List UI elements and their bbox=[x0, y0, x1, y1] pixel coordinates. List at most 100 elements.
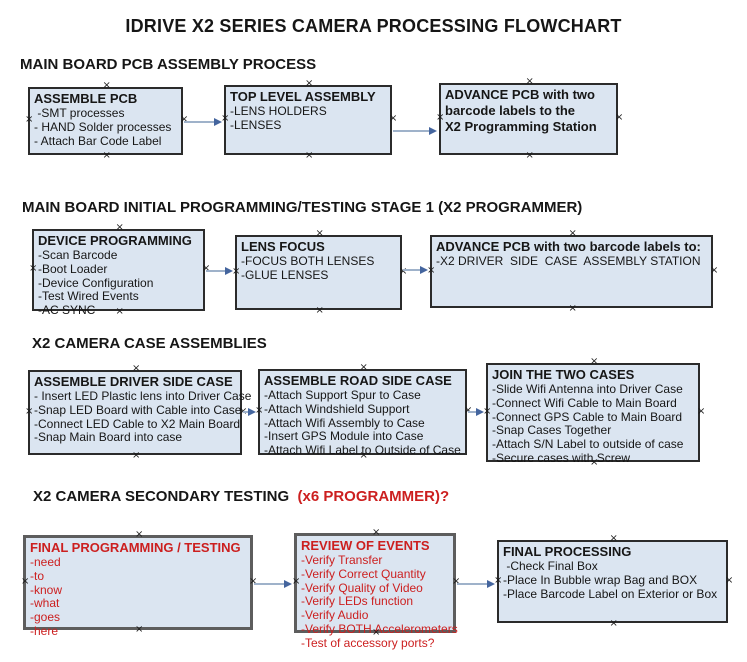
list-item: -Verify Correct Quantity bbox=[301, 566, 426, 581]
list-item: -here bbox=[30, 623, 59, 638]
arrow-head-icon bbox=[420, 265, 428, 274]
flow-arrow-icon[interactable] bbox=[403, 264, 428, 275]
flow-box-advance-pcb-driver-side-station[interactable]: ADVANCE PCB with two barcode labels to: … bbox=[430, 235, 713, 308]
list-item: -know bbox=[30, 582, 63, 597]
connection-handle-icon bbox=[590, 357, 596, 367]
flow-arrow-icon[interactable] bbox=[468, 406, 484, 417]
list-item: -Snap LED Board with Cable into Case bbox=[34, 402, 242, 417]
section-heading-initial-programming: MAIN BOARD INITIAL PROGRAMMING/TESTING S… bbox=[22, 199, 583, 216]
connection-handle-icon bbox=[360, 363, 366, 373]
box-items: - Insert LED Plastic lens into Driver Ca… bbox=[34, 389, 252, 445]
connection-handle-icon bbox=[526, 77, 532, 87]
flow-box-assemble-pcb[interactable]: ASSEMBLE PCB -SMT processes- HAND Solder… bbox=[28, 87, 183, 155]
list-item: -Verify BOTH Accelerometers bbox=[301, 621, 458, 636]
connection-handle-icon bbox=[132, 451, 138, 461]
box-title: ASSEMBLE PCB bbox=[34, 91, 138, 106]
flow-arrow-icon[interactable] bbox=[184, 116, 222, 127]
connection-handle-icon bbox=[697, 407, 703, 417]
list-item: - Insert LED Plastic lens into Driver Ca… bbox=[34, 389, 252, 403]
flow-arrow-icon[interactable] bbox=[457, 578, 495, 589]
list-item: -goes bbox=[30, 610, 61, 625]
flow-arrow-icon[interactable] bbox=[393, 125, 437, 136]
section-heading-case-assemblies: X2 CAMERA CASE ASSEMBLIES bbox=[32, 335, 267, 352]
arrow-head-icon bbox=[429, 126, 437, 135]
connection-handle-icon bbox=[103, 81, 109, 91]
flow-box-lens-focus[interactable]: LENS FOCUS -FOCUS BOTH LENSES-GLUE LENSE… bbox=[235, 235, 402, 310]
arrow-head-icon bbox=[214, 117, 222, 126]
list-item: - HAND Solder processes bbox=[34, 119, 172, 134]
connection-handle-icon bbox=[316, 229, 322, 239]
connection-handle-icon bbox=[436, 113, 442, 123]
connection-handle-icon bbox=[21, 577, 27, 587]
arrow-head-icon bbox=[487, 579, 495, 588]
flow-arrow-icon[interactable] bbox=[254, 578, 292, 589]
flow-box-review-of-events[interactable]: REVIEW OF EVENTS -Verify Transfer-Verify… bbox=[292, 533, 458, 650]
box-title: REVIEW OF EVENTS bbox=[301, 538, 430, 553]
box-items: -Slide Wifi Antenna into Driver Case-Con… bbox=[492, 382, 694, 466]
flow-box-join-the-two-cases[interactable]: JOIN THE TWO CASES -Slide Wifi Antenna i… bbox=[486, 363, 703, 465]
flow-arrow-icon[interactable] bbox=[206, 265, 233, 276]
connection-handle-icon bbox=[292, 577, 298, 587]
box-title: ASSEMBLE ROAD SIDE CASE bbox=[264, 373, 452, 388]
connection-handle-icon bbox=[389, 114, 395, 124]
arrow-line bbox=[457, 582, 489, 585]
list-item: -Attach Wifi Label to Outside of Case bbox=[264, 443, 461, 458]
list-item: -Secure cases with Screw bbox=[492, 450, 631, 465]
connection-handle-icon bbox=[360, 451, 366, 461]
connection-handle-icon bbox=[135, 625, 141, 635]
list-item: -Insert GPS Module into Case bbox=[264, 429, 424, 444]
box-items: -Attach Support Spur to Case-Attach Wind… bbox=[264, 388, 461, 458]
list-item: -to bbox=[30, 568, 45, 583]
box-items: -Scan Barcode-Boot Loader-Device Configu… bbox=[38, 248, 199, 318]
flow-box-assemble-driver-side-case[interactable]: ASSEMBLE DRIVER SIDE CASE - Insert LED P… bbox=[28, 370, 252, 455]
list-item: -AC SYNC bbox=[38, 303, 96, 318]
list-item: -Attach S/N Label to outside of case bbox=[492, 437, 684, 452]
box-items: -LENS HOLDERS-LENSES bbox=[230, 104, 386, 133]
flow-box-top-level-assembly[interactable]: TOP LEVEL ASSEMBLY -LENS HOLDERS-LENSES bbox=[224, 85, 392, 155]
list-item: - Attach Bar Code Label bbox=[34, 133, 162, 148]
flow-box-assemble-road-side-case[interactable]: ASSEMBLE ROAD SIDE CASE -Attach Support … bbox=[258, 369, 467, 458]
box-title: JOIN THE TWO CASES bbox=[492, 367, 635, 382]
box-items: -Check Final Box-Place In Bubble wrap Ba… bbox=[503, 559, 722, 601]
connection-handle-icon bbox=[116, 223, 122, 233]
list-item: -what bbox=[30, 596, 60, 611]
list-item: -Connect Wifi Cable to Main Board bbox=[492, 395, 677, 410]
box-title: TOP LEVEL ASSEMBLY bbox=[230, 89, 376, 104]
heading-red-part: (x6 PROGRAMMER)? bbox=[293, 488, 450, 505]
flow-box-final-programming-testing[interactable]: FINAL PROGRAMMING / TESTING -need-to-kno… bbox=[21, 535, 253, 638]
flow-box-advance-pcb-programming-station[interactable]: ADVANCE PCB with two barcode labels to t… bbox=[439, 83, 618, 155]
connection-handle-icon bbox=[116, 307, 122, 317]
arrow-head-icon bbox=[225, 266, 233, 275]
box-items: -FOCUS BOTH LENSES-GLUE LENSES bbox=[241, 254, 396, 283]
flow-arrow-icon[interactable] bbox=[243, 406, 256, 417]
chart-title: IDRIVE X2 SERIES CAMERA PROCESSING FLOWC… bbox=[125, 16, 622, 36]
box-title: DEVICE PROGRAMMING bbox=[38, 233, 192, 248]
list-item: -GLUE LENSES bbox=[241, 267, 329, 282]
box-title: ADVANCE PCB with two barcode labels to t… bbox=[445, 87, 597, 134]
connection-handle-icon bbox=[372, 628, 378, 638]
list-item: -SMT processes bbox=[34, 106, 125, 120]
arrow-line bbox=[393, 129, 431, 132]
arrow-line bbox=[468, 410, 478, 413]
arrow-head-icon bbox=[284, 579, 292, 588]
arrow-line bbox=[184, 120, 216, 123]
connection-handle-icon bbox=[610, 534, 616, 544]
arrow-line bbox=[254, 582, 286, 585]
list-item: -Boot Loader bbox=[38, 261, 108, 276]
connection-handle-icon bbox=[710, 266, 716, 276]
flow-box-device-programming[interactable]: DEVICE PROGRAMMING -Scan Barcode-Boot Lo… bbox=[32, 229, 205, 317]
connection-handle-icon bbox=[569, 229, 575, 239]
box-title: ADVANCE PCB with two barcode labels to: bbox=[436, 239, 701, 254]
list-item: -Attach Wifi Assembly to Case bbox=[264, 415, 425, 430]
list-item: -Device Configuration bbox=[38, 275, 154, 290]
list-item: -Verify LEDs function bbox=[301, 594, 414, 609]
flow-box-final-processing[interactable]: FINAL PROCESSING -Check Final Box-Place … bbox=[497, 540, 728, 623]
list-item: -Snap Cases Together bbox=[492, 423, 612, 438]
connection-handle-icon bbox=[569, 304, 575, 314]
box-items: -SMT processes- HAND Solder processes- A… bbox=[34, 106, 177, 148]
box-items: -X2 DRIVER SIDE CASE ASSEMBLY STATION bbox=[436, 254, 707, 269]
section-heading-secondary-testing: X2 CAMERA SECONDARY TESTING (x6 PROGRAMM… bbox=[33, 488, 449, 505]
box-title: ASSEMBLE DRIVER SIDE CASE bbox=[34, 374, 233, 389]
connection-handle-icon bbox=[526, 151, 532, 161]
